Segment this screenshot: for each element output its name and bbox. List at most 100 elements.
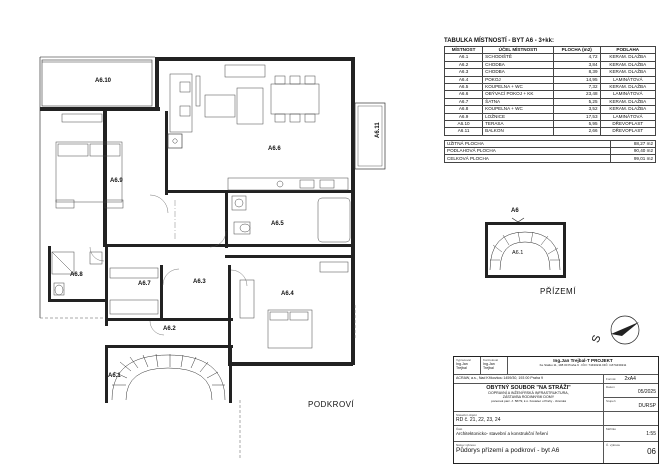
blank-cell bbox=[604, 412, 658, 426]
table-cell: A6.6 bbox=[443, 90, 484, 99]
room-a6-4-furniture bbox=[239, 261, 349, 349]
table-cell: 23,48 bbox=[552, 90, 601, 99]
balcony-a6-11 bbox=[354, 102, 386, 170]
table-cell: A6.2 bbox=[443, 60, 484, 70]
table-cell: LAMINÁTOVÁ bbox=[599, 90, 657, 99]
level-label-prizemi: PŘÍZEMÍ bbox=[540, 287, 576, 296]
checked-by-cell: Kontroloval Ing.Jan Trejbal bbox=[481, 357, 508, 375]
table-cell: DŘEVOPLAST bbox=[599, 119, 657, 129]
room-table-grid: MÍSTNOST ÚČEL MÍSTNOSTI PLOCHA (m2) PODL… bbox=[443, 45, 657, 136]
column-header: ÚČEL MÍSTNOSTI bbox=[482, 45, 554, 55]
table-cell: TERASA bbox=[482, 119, 554, 129]
room-table: TABULKA MÍSTNOSTÍ - BYT A6 - 3+kk: MÍSTN… bbox=[443, 38, 657, 163]
room-table-header-row: MÍSTNOST ÚČEL MÍSTNOSTI PLOCHA (m2) PODL… bbox=[443, 45, 657, 55]
project-sub: DOPRAVNÍ A INŽENÝRSKÁ INFRASTRUKTURA, bbox=[488, 391, 569, 395]
inset-room-label: A6.1 bbox=[512, 250, 524, 256]
project-sub: ZÁSTAVBA RODINNÝMI DOMY bbox=[502, 395, 555, 399]
summary-cell: 90,40 m2 bbox=[610, 147, 656, 156]
inset-plan bbox=[485, 217, 566, 278]
scale-value: 1:55 bbox=[646, 431, 656, 437]
firm-name: Ing.Jan Trejbal-T PROJEKT bbox=[553, 358, 613, 363]
level-label-podkrovi: PODKROVÍ bbox=[308, 400, 355, 409]
table-cell: LOŽNICE bbox=[482, 112, 554, 121]
stairs-a6-1 bbox=[111, 353, 226, 401]
table-cell: KOUPELNA + WC bbox=[482, 105, 554, 114]
wardrobe-a6-7 bbox=[109, 267, 159, 315]
living-furniture bbox=[167, 64, 349, 191]
table-cell: A6.3 bbox=[443, 68, 484, 77]
object-cell: Stavební objekt RD č. 21, 22, 23, 24 bbox=[454, 412, 604, 426]
table-cell: A6.11 bbox=[443, 127, 484, 136]
column-header: PLOCHA (m2) bbox=[552, 45, 601, 55]
part-value: Architektonicko- stavební a konstrukční … bbox=[456, 431, 549, 436]
table-cell: BALKON bbox=[482, 127, 554, 136]
table-cell: 2,66 bbox=[552, 127, 601, 136]
terrace-a6-10 bbox=[41, 59, 153, 107]
table-cell: KERAM. DLAŽBA bbox=[599, 53, 657, 62]
drawn-by-cell: Vypracoval Ing.Jan Trejbal bbox=[454, 357, 481, 375]
room-label: A6.3 bbox=[193, 279, 206, 285]
date-label: Datum bbox=[606, 385, 615, 389]
date-cell: Datum 05/2025 bbox=[604, 384, 658, 398]
room-label: A6.4 bbox=[281, 291, 294, 297]
table-cell: 14,95 bbox=[552, 75, 601, 84]
bathroom-a6-5 bbox=[231, 195, 351, 243]
table-cell: A6.7 bbox=[443, 97, 484, 107]
project-title: OBYTNÝ SOUBOR "NA STRÁŽI" bbox=[486, 385, 571, 391]
drawing-value: Půdorys přízemí a podkroví - byt A6 bbox=[456, 447, 560, 454]
drawn-by-label: Vypracoval bbox=[456, 358, 471, 362]
scale-label: Měřítko bbox=[606, 427, 617, 431]
room-label: A6.1 bbox=[108, 373, 121, 379]
project-cell: OBYTNÝ SOUBOR "NA STRÁŽI" DOPRAVNÍ A INŽ… bbox=[454, 384, 604, 412]
format-label: Formát bbox=[606, 377, 616, 381]
table-cell: A6.1 bbox=[443, 53, 484, 62]
drawn-by-value: Ing.Jan Trejbal bbox=[456, 362, 468, 370]
table-cell: LAMINÁTOVÁ bbox=[599, 112, 657, 121]
room-label: A6.9 bbox=[110, 178, 123, 184]
room-label: A6.6 bbox=[268, 146, 281, 152]
format-cell: Formát 2xA4 bbox=[604, 375, 658, 384]
table-cell: A6.4 bbox=[443, 75, 484, 84]
number-value: 06 bbox=[647, 447, 656, 456]
checked-by-label: Kontroloval bbox=[483, 358, 499, 362]
object-value: RD č. 21, 22, 23, 24 bbox=[456, 417, 501, 423]
table-cell: 17,53 bbox=[552, 112, 601, 121]
date-value: 05/2025 bbox=[637, 389, 656, 395]
investor-cell: ACRAW, a.s., Nad Kříkovkou 1459/30, 193 … bbox=[454, 375, 604, 384]
part-label: Část bbox=[456, 427, 463, 431]
plan-walls bbox=[39, 56, 355, 403]
stage-value: DURSP bbox=[638, 403, 656, 409]
room-label: A6.10 bbox=[95, 78, 112, 84]
column-header: PODLAHA bbox=[599, 45, 657, 55]
drawing-cell: Název výkresu Půdorys přízemí a podkroví… bbox=[454, 442, 604, 463]
table-cell: A6.10 bbox=[443, 119, 484, 129]
object-label: Stavební objekt bbox=[456, 413, 477, 417]
format-value: 2xA4 bbox=[624, 376, 636, 382]
summary-cell: UŽITNÁ PLOCHA bbox=[444, 139, 611, 149]
column-header: MÍSTNOST bbox=[443, 45, 484, 55]
table-cell: A6.9 bbox=[443, 112, 484, 121]
summary-cell: 88,27 m2 bbox=[610, 139, 656, 149]
table-cell: 8,39 bbox=[552, 68, 601, 77]
title-block: Vypracoval Ing.Jan Trejbal Kontroloval I… bbox=[453, 356, 659, 464]
bedroom-furniture bbox=[55, 113, 124, 209]
stage-cell: Stupeň DURSP bbox=[604, 398, 658, 412]
roof-lines bbox=[40, 305, 356, 460]
room-label: A6.8 bbox=[70, 272, 83, 278]
room-label: A6.5 bbox=[271, 221, 284, 227]
firm-cell: Ing.Jan Trejbal-T PROJEKT Ke Statku 11, … bbox=[508, 357, 658, 375]
table-cell: DŘEVOPLAST bbox=[599, 127, 657, 136]
room-label: A6.11 bbox=[375, 122, 381, 138]
